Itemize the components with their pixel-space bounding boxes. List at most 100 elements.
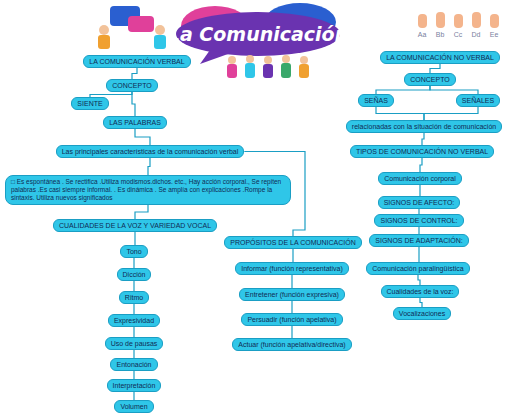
connector-line — [418, 275, 420, 285]
connector-line — [430, 86, 478, 94]
node-text: Entonación — [116, 361, 151, 368]
concept-box: Interpretación — [107, 379, 162, 392]
node-text: SEÑAS — [364, 97, 388, 104]
connector-line — [418, 247, 419, 262]
node-text: Actuar (función apelativa/directiva) — [238, 341, 345, 348]
bubble-tail — [200, 50, 228, 64]
node-text: SIGNOS DE AFECTO: — [384, 199, 455, 206]
node-text: PROPÓSITOS DE LA COMUNICACIÓN — [230, 239, 356, 246]
concept-box: Dicción — [117, 268, 152, 281]
node-text: SIGNOS DE ADAPTACIÓN: — [375, 237, 462, 244]
node-text: SIGNOS DE CONTROL: — [380, 217, 457, 224]
concept-box: Comunicación corporal — [378, 172, 462, 185]
connector-line — [133, 371, 134, 379]
connector-line — [133, 304, 134, 314]
concept-box: Comunicación paralingüística — [366, 262, 469, 275]
concept-box: Actuar (función apelativa/directiva) — [232, 338, 351, 351]
node-text: SEÑALES — [462, 97, 494, 104]
node-text: Cualidades de la voz: — [387, 288, 454, 295]
connector-line — [133, 350, 134, 358]
concept-box: relacionadas con la situación de comunic… — [346, 120, 502, 133]
connector-line — [420, 158, 422, 172]
node-text: Comunicación corporal — [384, 175, 456, 182]
concept-box: Persuadir (función apelativa) — [241, 313, 342, 326]
concept-box: Volumen — [114, 400, 153, 413]
concept-box: LA COMUNICACIÓN NO VERBAL — [380, 51, 500, 64]
concept-box: Tono — [120, 245, 147, 258]
branch-heading: LA COMUNICACIÓN VERBAL — [83, 55, 190, 68]
concept-box: SEÑALES — [456, 94, 500, 107]
concept-box: LAS PALABRAS — [103, 116, 167, 129]
concept-box: PROPÓSITOS DE LA COMUNICACIÓN — [224, 236, 362, 249]
node-text: CONCEPTO — [112, 82, 152, 89]
node-text: Volumen — [120, 403, 147, 410]
connector-line — [422, 133, 424, 145]
connector-line — [418, 227, 419, 234]
connector-line — [292, 249, 293, 262]
connector-line — [291, 326, 292, 338]
connector-line — [133, 258, 134, 268]
concept-box: SIGNOS DE ADAPTACIÓN: — [369, 234, 468, 247]
connector-line — [430, 64, 440, 73]
connector-line — [291, 275, 292, 288]
node-text: Persuadir (función apelativa) — [247, 316, 336, 323]
node-text: Ritmo — [125, 294, 143, 301]
node-text: Vocalizaciones — [399, 310, 445, 317]
node-text: Comunicación paralingüística — [372, 265, 463, 272]
qualities-heading: CUALIDADES DE LA VOZ Y VARIEDAD VOCAL — [53, 219, 217, 232]
connector-line — [135, 129, 150, 145]
people — [227, 55, 309, 78]
node-text: Expresividad — [114, 317, 154, 324]
connector-line — [135, 205, 148, 219]
node-text: Dicción — [123, 271, 146, 278]
node-text: LA COMUNICACIÓN NO VERBAL — [386, 54, 494, 61]
connector-line — [148, 158, 150, 175]
concept-box: Entretener (función expresiva) — [239, 288, 345, 301]
concept-box: Uso de pausas — [105, 337, 164, 350]
letter-label: Aa — [418, 31, 427, 38]
concept-box: Ritmo — [119, 291, 149, 304]
concept-box: CONCEPTO — [106, 79, 158, 92]
connector-line — [419, 185, 420, 196]
node-text: LA COMUNICACIÓN VERBAL — [89, 58, 184, 65]
letter-label: Cc — [454, 31, 463, 38]
connector-line — [291, 301, 292, 313]
connector-line — [133, 281, 134, 291]
node-text: Uso de pausas — [111, 340, 158, 347]
concept-box: Expresividad — [108, 314, 160, 327]
node-text: Tono — [126, 248, 141, 255]
title: La Comunicación — [168, 23, 348, 45]
node-text: CONCEPTO — [410, 76, 450, 83]
chat-icon — [98, 6, 166, 49]
characteristics-text: □ Es espontánea . Se rectifica .Utiliza … — [5, 175, 291, 205]
concept-box: Entonación — [110, 358, 157, 371]
connector-line — [133, 392, 134, 400]
letter-label: Ee — [490, 31, 499, 38]
connector-line — [376, 86, 430, 94]
concept-box: CONCEPTO — [404, 73, 456, 86]
connector-line — [420, 298, 422, 307]
node-text: Interpretación — [113, 382, 156, 389]
connector-line — [424, 107, 478, 120]
concept-box: TIPOS DE COMUNICACIÓN NO VERBAL — [350, 145, 494, 158]
node-text: TIPOS DE COMUNICACIÓN NO VERBAL — [356, 148, 488, 155]
concept-box: Informar (función representativa) — [235, 262, 349, 275]
characteristics-box: Las principales características de la co… — [56, 145, 245, 158]
connector-line — [376, 107, 424, 120]
node-text: SIENTE — [77, 100, 102, 107]
connector-line — [132, 92, 135, 116]
letter-label: Dd — [472, 31, 481, 38]
node-text: LAS PALABRAS — [109, 119, 161, 126]
node-text: CUALIDADES DE LA VOZ Y VARIEDAD VOCAL — [59, 222, 211, 229]
node-text: Informar (función representativa) — [241, 265, 343, 272]
connector-line — [132, 68, 137, 79]
concept-box: SIENTE — [71, 97, 108, 110]
concept-box: Cualidades de la voz: — [381, 285, 460, 298]
letter-label: Bb — [436, 31, 445, 38]
concept-box: Vocalizaciones — [393, 307, 451, 320]
connector-line — [133, 327, 134, 337]
connector-line — [134, 232, 135, 245]
node-text: Entretener (función expresiva) — [245, 291, 339, 298]
concept-box: SIGNOS DE CONTROL: — [374, 214, 463, 227]
